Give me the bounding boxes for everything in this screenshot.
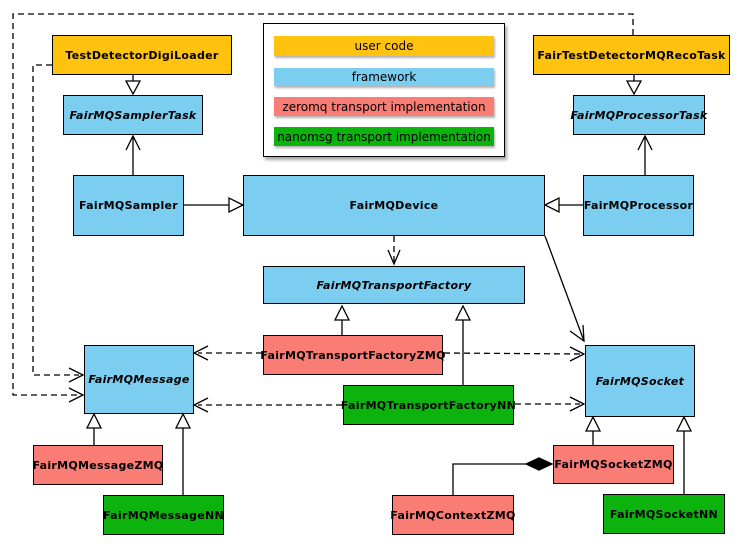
node-test-detector-digi-loader: TestDetectorDigiLoader (52, 35, 232, 75)
node-fair-mq-socket-nn: FairMQSocketNN (603, 494, 725, 534)
inheritance-socketnn-socket (675, 415, 693, 494)
node-fair-mq-device: FairMQDevice (243, 175, 545, 236)
inheritance-digiloader-samplertask (124, 75, 142, 96)
legend-item-nanomsg: nanomsg transport implementation (274, 127, 494, 146)
node-fair-mq-transport-factory-nn: FairMQTransportFactoryNN (341, 385, 516, 425)
node-fair-mq-processor: FairMQProcessor (583, 175, 694, 236)
arrowhead-recotask-message (68, 387, 85, 403)
arrowhead-device-transportfactory (387, 249, 401, 266)
node-fair-mq-message-nn: FairMQMessageNN (103, 495, 224, 535)
inheritance-tfnn-transportfactory (454, 304, 472, 385)
legend-box: user code framework zeromq transport imp… (263, 23, 505, 157)
arrowhead-tfzmq-socket (569, 346, 586, 362)
dependency-tfzmq-socket (443, 352, 581, 355)
arrowhead-tfnn-socket (569, 396, 586, 412)
node-fair-mq-transport-factory-zmq: FairMQTransportFactoryZMQ (260, 335, 445, 375)
association-sampler-samplertask (125, 134, 141, 175)
node-fair-mq-message-zmq: FairMQMessageZMQ (32, 445, 163, 485)
inheritance-socketzmq-socket (584, 415, 602, 445)
legend-item-framework: framework (274, 68, 494, 86)
inheritance-recotask-processortask (625, 75, 643, 96)
inheritance-sampler-device (184, 196, 245, 214)
association-processor-processortask (637, 134, 653, 175)
node-fair-mq-socket-zmq: FairMQSocketZMQ (553, 445, 674, 484)
arrowhead-tfnn-message (192, 397, 209, 413)
composition-contextzmq-socketzmq (452, 457, 554, 495)
inheritance-messagenn-message (174, 412, 192, 495)
node-fair-mq-processor-task: FairMQProcessorTask (570, 95, 707, 135)
inheritance-messagezmq-message (85, 412, 103, 445)
inheritance-tfzmq-transportfactory (333, 304, 351, 335)
node-fair-mq-sampler: FairMQSampler (73, 175, 184, 236)
legend-item-user-code: user code (274, 36, 494, 56)
node-fair-mq-context-zmq: FairMQContextZMQ (390, 495, 515, 535)
node-fair-test-detector-mq-reco-task: FairTestDetectorMQRecoTask (533, 35, 730, 75)
inheritance-processor-device (543, 196, 583, 214)
node-fair-mq-socket: FairMQSocket (585, 345, 695, 417)
association-device-socket (544, 235, 585, 343)
arrowhead-digiloader-message (68, 367, 85, 383)
node-fair-mq-transport-factory: FairMQTransportFactory (263, 266, 525, 304)
legend-item-zeromq: zeromq transport implementation (274, 97, 494, 116)
arrowhead-tfzmq-message (192, 345, 209, 361)
node-fair-mq-sampler-task: FairMQSamplerTask (63, 95, 203, 135)
node-fair-mq-message: FairMQMessage (84, 345, 194, 414)
